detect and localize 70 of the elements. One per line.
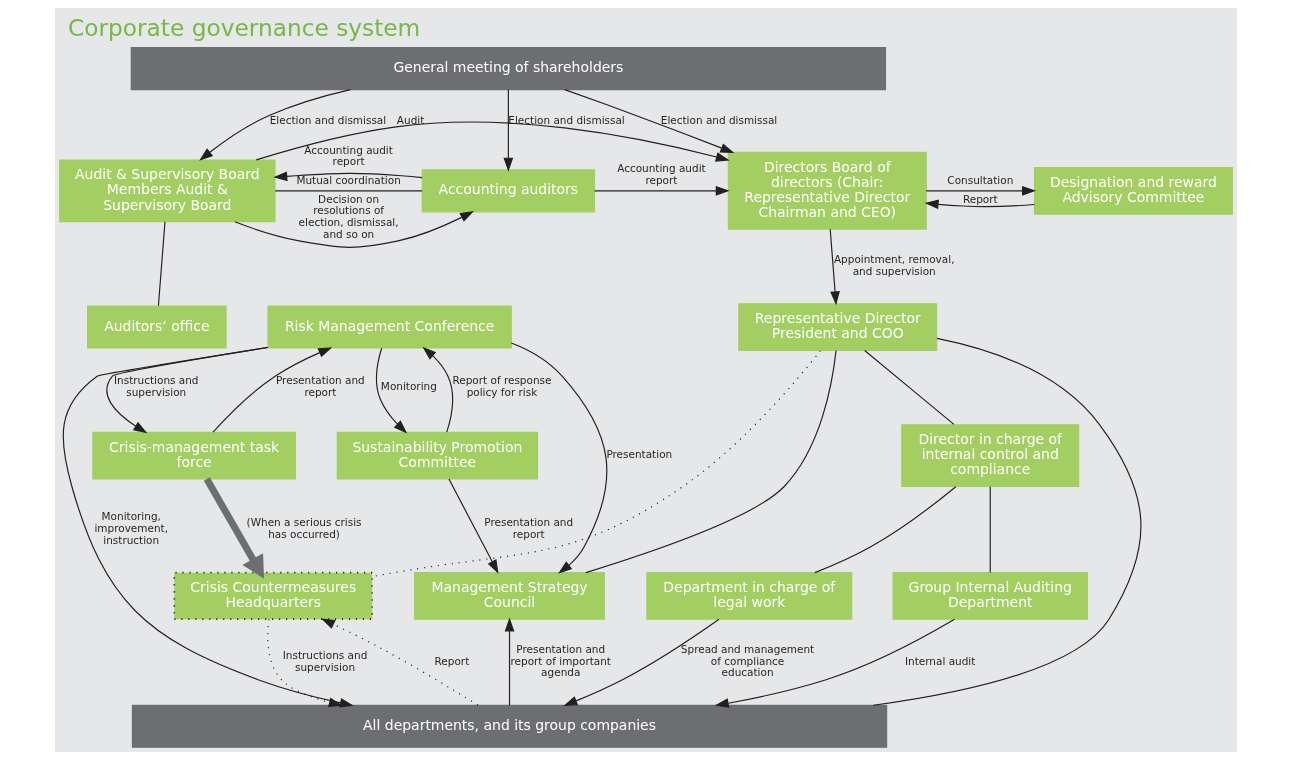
node-box: Sustainability Promotion Committee — [336, 431, 538, 480]
edge-label: Spread and management of compliance education — [680, 643, 814, 679]
arrow — [233, 211, 474, 248]
node-box: Auditors’ office — [86, 305, 227, 349]
node-box: Management Strategy Council — [413, 572, 605, 620]
connector — [989, 486, 991, 574]
edge-label: Accounting audit report — [303, 143, 393, 168]
connector — [872, 337, 1141, 706]
edge-label: Mutual coordination — [295, 174, 401, 187]
edge-label: (When a serious crisis has occurred) — [246, 516, 362, 540]
arrow — [925, 185, 1036, 196]
arrow — [924, 199, 1035, 210]
edge-label: Election and dismissal — [507, 113, 625, 126]
node-box: Audit & Supervisory Board Members Audit & Supervisory Board — [58, 159, 276, 223]
arrow — [266, 618, 343, 708]
edge-label: Election and dismissal — [269, 113, 386, 126]
edge-label: Presentation and report — [275, 374, 365, 398]
arrow — [272, 171, 423, 182]
node-box: General meeting of shareholders — [130, 47, 886, 91]
edge-label: Report — [962, 192, 998, 205]
node-box: Director in charge of internal control and compliance — [900, 424, 1079, 488]
edge-label: Accounting audit report — [616, 162, 706, 187]
arrow — [504, 617, 514, 706]
edge-label: Consultation — [946, 174, 1013, 187]
edge-label: Instructions and supervision — [113, 374, 199, 398]
edge-label: Internal audit — [904, 654, 975, 667]
arrow — [502, 89, 513, 172]
arrow — [447, 478, 499, 574]
arrow — [421, 346, 453, 433]
connector — [813, 486, 956, 574]
arrow — [375, 347, 407, 434]
arrow — [255, 121, 730, 162]
arrow — [593, 185, 730, 196]
edge-label: Presentation and report — [483, 516, 573, 540]
arrow — [562, 618, 720, 706]
arrow — [198, 89, 351, 161]
node-box: Designation and reward Advisory Committee — [1033, 167, 1233, 215]
arrow — [320, 618, 478, 706]
arrow — [714, 618, 955, 708]
connector — [157, 221, 166, 307]
arrow — [563, 89, 734, 154]
connector — [584, 350, 837, 574]
node-box: All departments, and its group companies — [131, 704, 887, 748]
edge-label: Monitoring, improvement, instruction — [93, 510, 168, 546]
edge-label: Election and dismissal — [660, 113, 777, 126]
node-box: Accounting auditors — [421, 169, 595, 213]
node-box: Risk Management Conference — [266, 305, 512, 349]
edge-label: Presentation — [605, 448, 672, 461]
arrow — [211, 347, 332, 433]
node-box: Crisis-management task force — [91, 431, 296, 480]
node-box: Directors Board of directors (Chair: Representative Director Chairman and CEO) — [727, 151, 927, 230]
edge-label: Monitoring — [380, 380, 437, 393]
edge-label: Decision on resolutions of election, dismissal, and so on — [298, 192, 399, 240]
node-box: Group Internal Auditing Department — [891, 572, 1088, 620]
edge-label: Report of response policy for risk — [451, 374, 551, 398]
arrow — [62, 346, 354, 708]
edge-label: Audit — [396, 113, 424, 126]
diagram-title: Corporate governance system — [67, 14, 420, 42]
edge-label: Appointment, removal, and supervision — [833, 253, 954, 277]
edge-label: Instructions and supervision — [282, 649, 367, 673]
edge-label: Presentation and report of important agenda — [510, 643, 611, 679]
node-box: Crisis Countermeasures Headquarters — [172, 571, 373, 621]
edge-label: Report — [434, 654, 469, 667]
node-box: Representative Director President and COO — [737, 303, 937, 351]
connector — [274, 190, 423, 192]
node-box: Department in charge of legal work — [645, 572, 852, 620]
connector — [863, 349, 954, 425]
arrow — [203, 477, 264, 579]
arrow — [510, 342, 607, 574]
arrow — [829, 228, 840, 306]
